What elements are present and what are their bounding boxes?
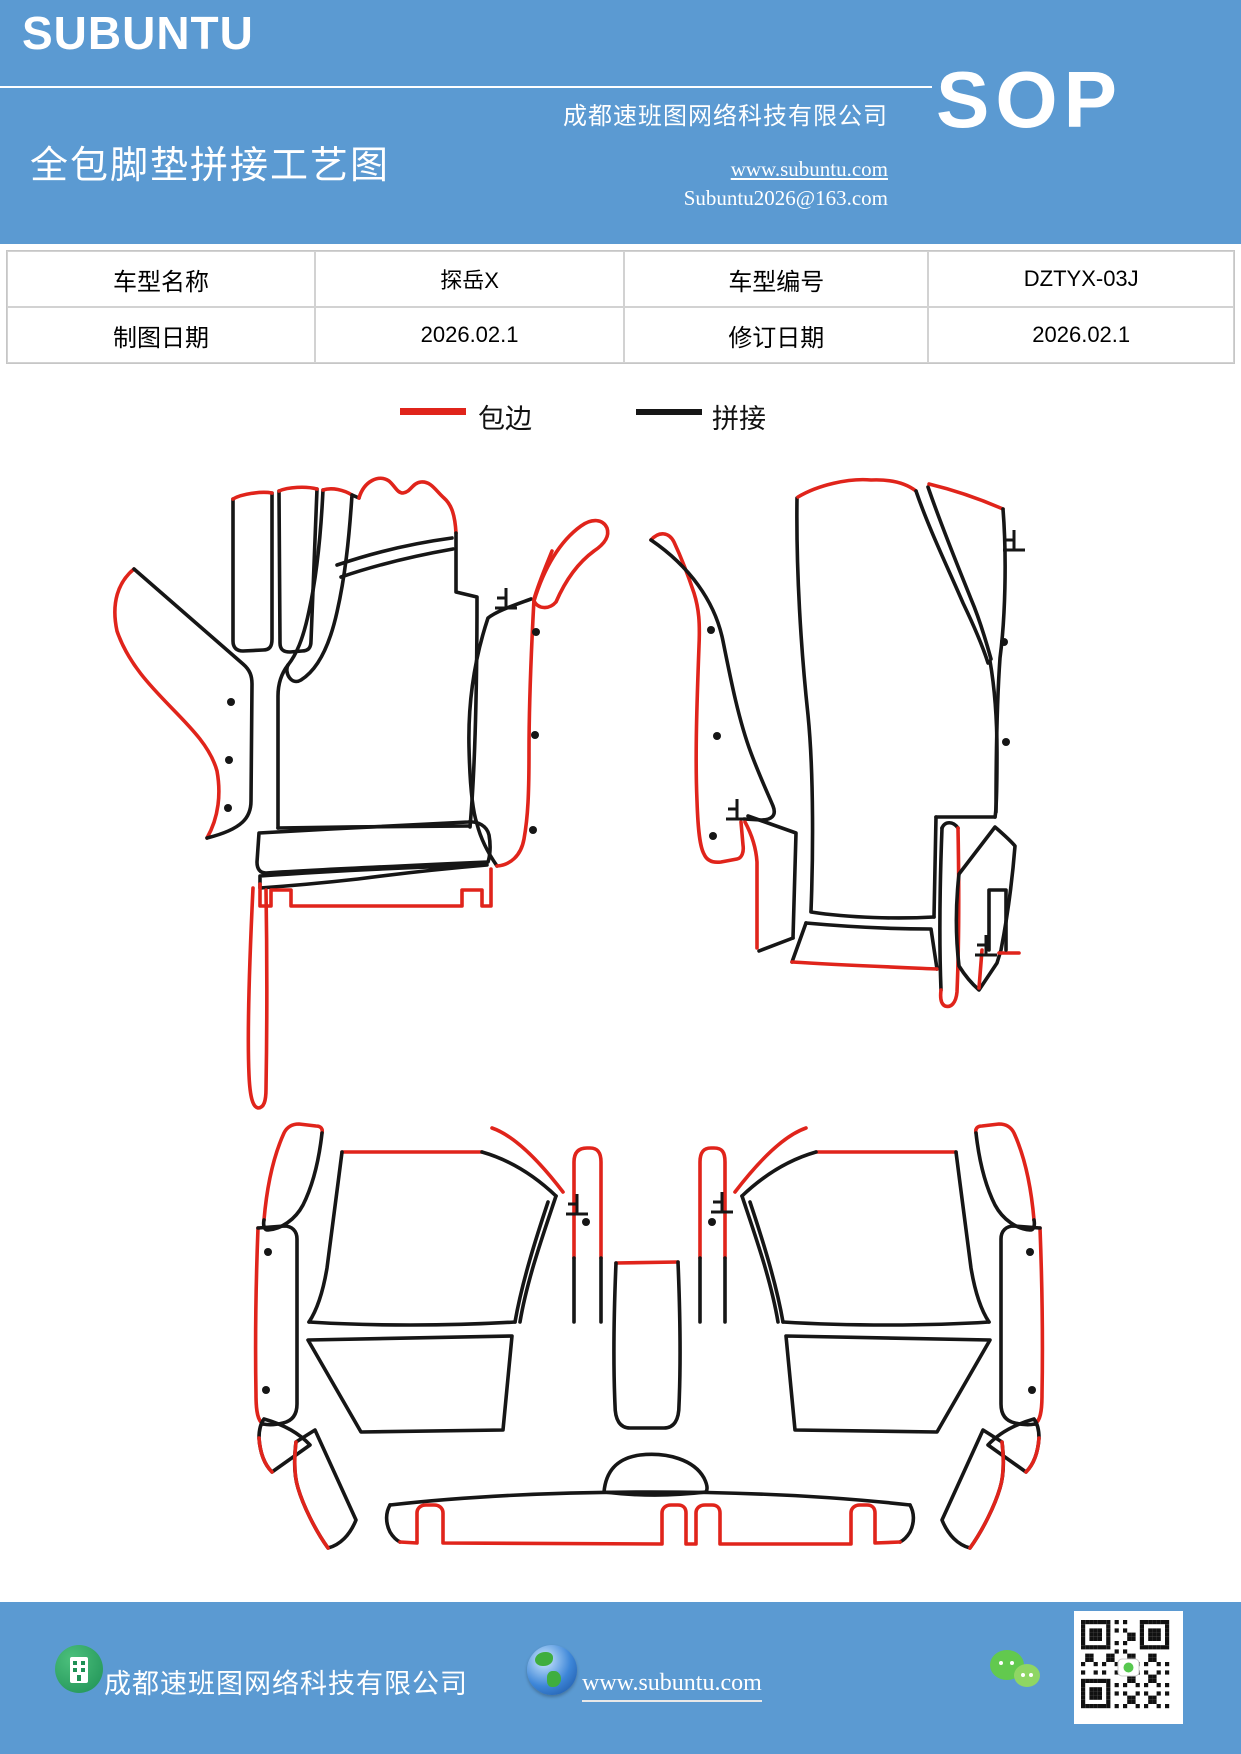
stitch-alignment-dot: [532, 628, 540, 636]
stitch-alignment-dot: [1026, 1248, 1034, 1256]
stop-mark: [726, 799, 748, 821]
stitch-alignment-dot: [713, 732, 721, 740]
header-company-name: 成都速班图网络科技有限公司: [563, 104, 888, 130]
wechat-icon: [990, 1650, 1048, 1698]
legend-splice-label: 拼接: [712, 404, 766, 434]
header-website-link[interactable]: www.subuntu.com: [730, 157, 888, 181]
stop-mark: [495, 588, 517, 610]
table-cell-drawdate-label: 制图日期: [7, 307, 315, 363]
table-cell-code-label: 车型编号: [624, 251, 929, 307]
table-cell-revdate-label: 修订日期: [624, 307, 929, 363]
footer-company-name: 成都速班图网络科技有限公司: [104, 1669, 468, 1699]
sop-label: SOP: [936, 55, 1123, 144]
stitch-alignment-dot: [708, 1218, 716, 1226]
stitch-alignment-dot: [264, 1248, 272, 1256]
page-title: 全包脚垫拼接工艺图: [30, 145, 391, 187]
stitch-alignment-dot: [707, 626, 715, 634]
table-cell-revdate-value: 2026.02.1: [928, 307, 1234, 363]
footer-website-link[interactable]: www.subuntu.com: [582, 1670, 762, 1702]
stitch-alignment-dot: [225, 756, 233, 764]
stitch-alignment-dot: [709, 832, 717, 840]
table-cell-code-value: DZTYX-03J: [928, 251, 1234, 307]
table-cell-model-value: 探岳X: [314, 251, 625, 307]
qr-code: [1074, 1611, 1183, 1724]
vehicle-info-table: 车型名称 探岳X 车型编号 DZTYX-03J 制图日期 2026.02.1 修…: [6, 250, 1235, 364]
legend-splice-swatch: [636, 409, 702, 415]
legend-binding-label: 包边: [478, 404, 532, 434]
stitch-alignment-dot: [531, 731, 539, 739]
table-cell-drawdate-value: 2026.02.1: [314, 307, 625, 363]
globe-icon: [527, 1645, 577, 1695]
legend-binding-swatch: [400, 408, 466, 415]
stitch-alignment-dot: [1028, 1386, 1036, 1394]
header-band: [0, 0, 1241, 244]
stitch-alignment-dot: [582, 1218, 590, 1226]
stitch-alignment-dot: [262, 1386, 270, 1394]
stop-mark: [566, 1194, 588, 1216]
stop-mark: [1003, 530, 1025, 552]
stitch-alignment-dot: [227, 698, 235, 706]
table-cell-model-label: 车型名称: [7, 251, 315, 307]
stop-mark: [711, 1192, 733, 1214]
building-icon: [55, 1645, 103, 1693]
stitch-alignment-dot: [1000, 638, 1008, 646]
header-email: Subuntu2026@163.com: [683, 186, 888, 210]
stitch-alignment-dot: [224, 804, 232, 812]
header-divider: [0, 86, 932, 88]
stitch-alignment-dot: [1002, 738, 1010, 746]
brand-logo: SUBUNTU: [22, 7, 254, 59]
stitch-alignment-dot: [529, 826, 537, 834]
stop-mark: [975, 935, 997, 957]
